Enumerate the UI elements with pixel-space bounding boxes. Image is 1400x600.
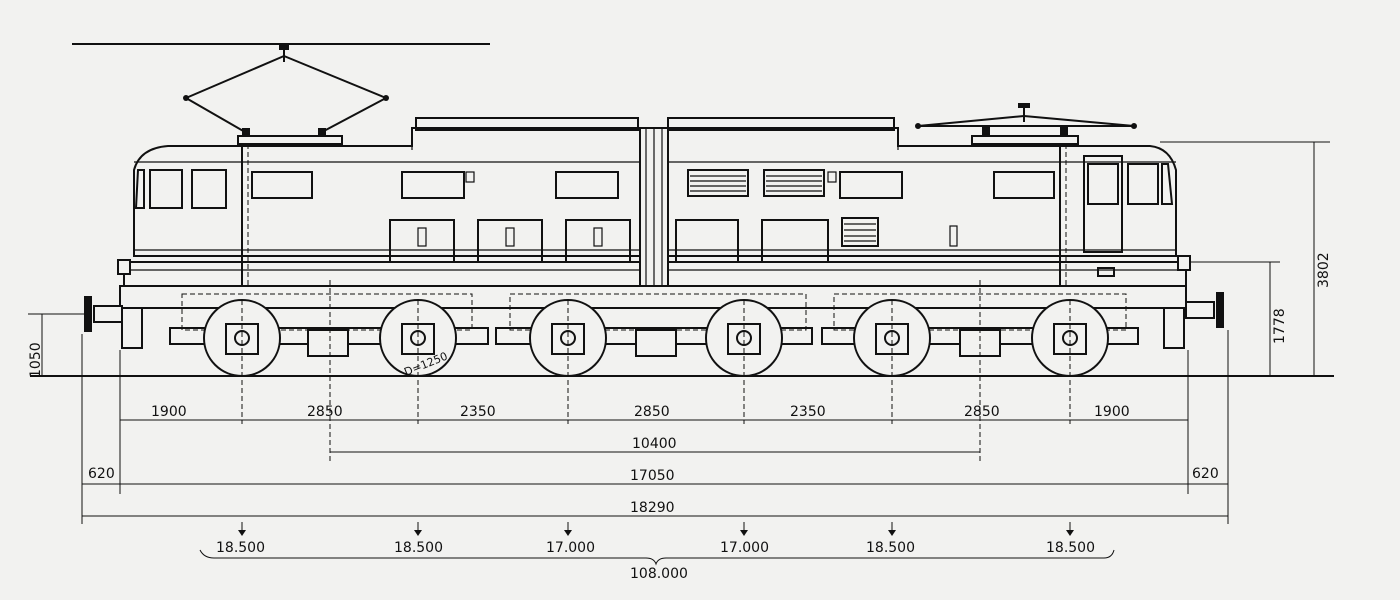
side-window <box>993 171 1055 199</box>
svg-text:1778: 1778 <box>1272 308 1288 344</box>
spacing-value: 2850 <box>964 404 1000 420</box>
total-load-value: 108.000 <box>630 566 688 582</box>
svg-text:620: 620 <box>1192 466 1219 482</box>
ventilation-louvre <box>687 169 749 197</box>
pivot-distance-dimension: 10400 <box>330 436 980 453</box>
spacing-value: 2350 <box>790 404 826 420</box>
side-window <box>555 171 619 199</box>
spacing-value: 1900 <box>151 404 187 420</box>
side-window <box>251 171 313 199</box>
bogie-frame <box>181 293 473 331</box>
svg-text:10400: 10400 <box>632 436 677 452</box>
cab-windows-left <box>134 144 249 286</box>
axle-load-value: 18.500 <box>866 540 915 556</box>
height-dimension-1778: 1778 <box>1190 261 1288 376</box>
axle-load-value: 17.000 <box>546 540 595 556</box>
pantograph-right-lowered <box>915 103 1137 145</box>
axle-load-markers <box>238 522 1074 536</box>
axle-load-value: 18.500 <box>216 540 265 556</box>
wheel <box>529 299 607 377</box>
total-load-brace <box>199 549 1115 566</box>
side-window <box>401 171 465 199</box>
headlamp-right <box>1177 255 1191 271</box>
axle-load-value: 18.500 <box>1046 540 1095 556</box>
ventilation-louvre <box>763 169 825 197</box>
height-dimension-3802: 3802 <box>1160 141 1332 376</box>
svg-text:17050: 17050 <box>630 468 675 484</box>
axle-centerlines <box>81 280 1229 524</box>
buffer-right <box>1185 292 1224 328</box>
svg-text:18290: 18290 <box>630 500 675 516</box>
spacing-value: 2350 <box>460 404 496 420</box>
spacing-value: 1900 <box>1094 404 1130 420</box>
wheel <box>379 299 457 377</box>
access-doors <box>389 219 958 263</box>
length-over-buffers-dimension: 18290 <box>82 500 1228 517</box>
buffer-height-dimension: 1050 <box>28 313 88 378</box>
axle-load-value: 18.500 <box>394 540 443 556</box>
frame-length-dimension: 620 17050 620 <box>82 466 1228 485</box>
axle-load-value: 17.000 <box>720 540 769 556</box>
spacing-value: 2850 <box>307 404 343 420</box>
headlamp-left <box>117 259 131 275</box>
svg-text:620: 620 <box>88 466 115 482</box>
svg-text:1050: 1050 <box>28 342 44 378</box>
axle-spacing-dimension: 1900 2850 2350 2850 2350 2850 1900 <box>120 404 1188 421</box>
spacing-value: 2850 <box>634 404 670 420</box>
svg-text:3802: 3802 <box>1316 252 1332 288</box>
pantograph-left-raised <box>183 44 389 145</box>
side-window <box>839 171 903 199</box>
grille <box>841 217 879 247</box>
buffer-left <box>84 296 123 332</box>
cab-windows-right <box>1059 144 1174 286</box>
